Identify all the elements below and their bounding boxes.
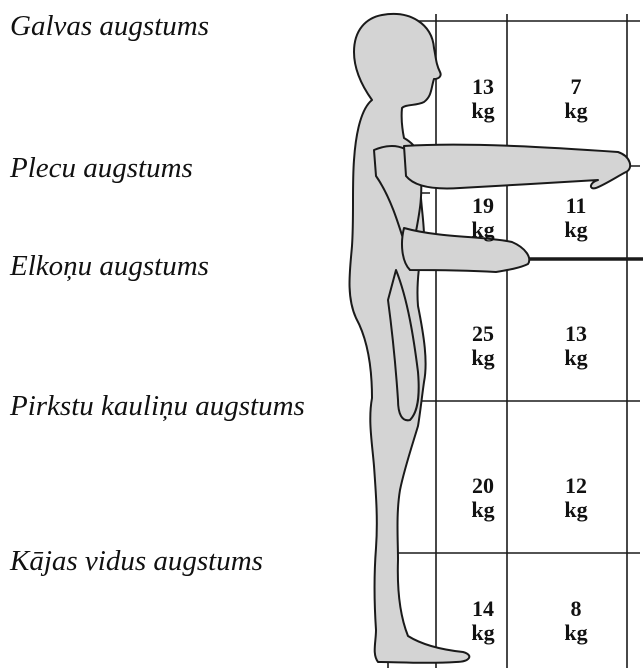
weight-value: 13	[453, 75, 513, 99]
weight-cell-midleg-close: 14 kg	[453, 597, 513, 645]
label-shoulder-height: Plecu augstums	[10, 152, 193, 185]
weight-cell-midleg-far: 8 kg	[546, 597, 606, 645]
weight-value: 7	[546, 75, 606, 99]
weight-value: 19	[453, 194, 513, 218]
figure-forearm-upper	[404, 145, 630, 189]
weight-value: 14	[453, 597, 513, 621]
weight-value: 13	[546, 322, 606, 346]
weight-value: 12	[546, 474, 606, 498]
weight-unit: kg	[453, 99, 513, 123]
weight-unit: kg	[453, 621, 513, 645]
weight-cell-shoulder-close: 19 kg	[453, 194, 513, 242]
weight-cell-knuckle-close: 20 kg	[453, 474, 513, 522]
weight-value: 11	[546, 194, 606, 218]
weight-cell-elbow-far: 13 kg	[546, 322, 606, 370]
label-midleg-height: Kājas vidus augstums	[10, 545, 263, 578]
weight-cell-shoulder-far: 11 kg	[546, 194, 606, 242]
weight-value: 20	[453, 474, 513, 498]
weight-unit: kg	[546, 498, 606, 522]
weight-cell-knuckle-far: 12 kg	[546, 474, 606, 522]
weight-unit: kg	[546, 99, 606, 123]
weight-value: 8	[546, 597, 606, 621]
weight-unit: kg	[546, 346, 606, 370]
label-elbow-height: Elkoņu augstums	[10, 250, 209, 283]
weight-unit: kg	[453, 218, 513, 242]
weight-cell-head-close: 13 kg	[453, 75, 513, 123]
label-head-height: Galvas augstums	[10, 10, 209, 43]
weight-unit: kg	[453, 346, 513, 370]
weight-value: 25	[453, 322, 513, 346]
label-knuckle-height: Pirkstu kauliņu augstums	[10, 390, 305, 423]
weight-cell-elbow-close: 25 kg	[453, 322, 513, 370]
weight-unit: kg	[546, 621, 606, 645]
weight-unit: kg	[453, 498, 513, 522]
weight-cell-head-far: 7 kg	[546, 75, 606, 123]
weight-unit: kg	[546, 218, 606, 242]
